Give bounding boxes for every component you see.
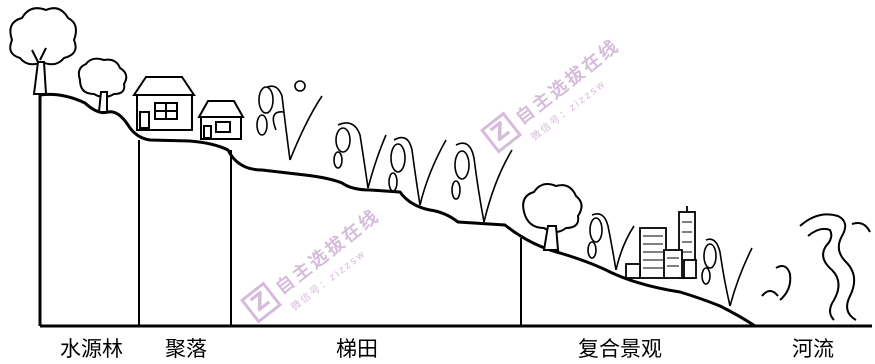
buildings-icon [625, 206, 697, 279]
label-village: 聚落 [165, 337, 207, 361]
rice-stalk-icon [701, 238, 753, 307]
small-tree-icon [77, 57, 128, 113]
label-terrace: 梯田 [336, 337, 378, 361]
rice-stalk-icon [587, 213, 635, 271]
rice-stalk-icon [388, 136, 447, 206]
rice-stalk-icon [333, 122, 387, 189]
label-forest: 水源林 [60, 337, 123, 361]
river-icon [761, 213, 871, 321]
label-river: 河流 [792, 337, 834, 361]
rice-stalk-icon [256, 80, 323, 161]
house-icon [197, 100, 245, 140]
tree-icon [522, 183, 583, 251]
label-composite: 复合景观 [578, 337, 662, 361]
house-icon [132, 76, 196, 131]
big-tree-icon [9, 7, 77, 95]
rice-stalk-icon [451, 142, 513, 223]
terrain-profile [38, 92, 756, 328]
